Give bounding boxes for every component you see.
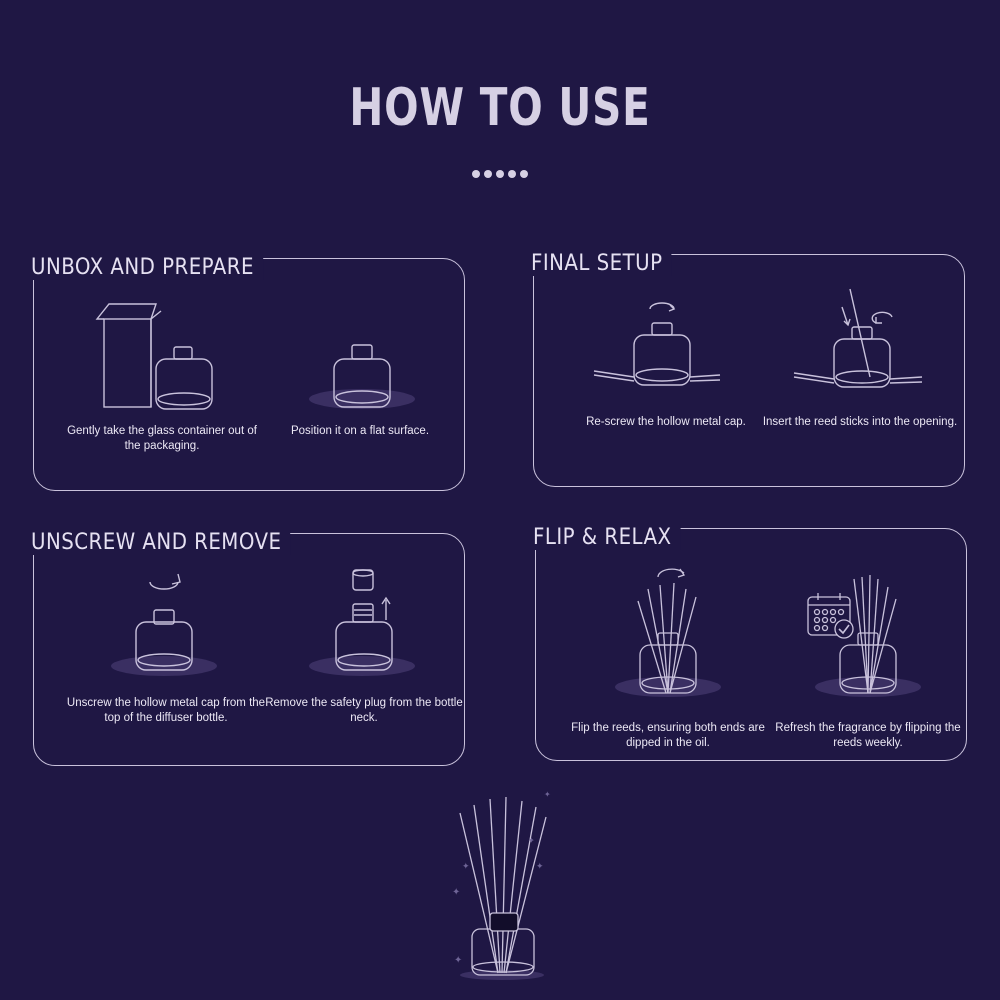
caption-unbox-step1: Gently take the glass container out of t…	[67, 425, 257, 452]
bottle-on-surface-icon	[309, 344, 415, 409]
section-title: FLIP & RELAX	[533, 525, 681, 550]
card-unbox-and-prepare: UNBOX AND PREPARE Gently take the glass …	[31, 255, 465, 491]
bottle-screw-cap-icon	[593, 302, 721, 386]
section-title: UNBOX AND PREPARE	[31, 255, 263, 280]
caption-unscrew-step1: Unscrew the hollow metal cap from the to…	[66, 697, 266, 724]
section-title: UNSCREW AND REMOVE	[31, 530, 291, 555]
caption-unscrew-step2: Remove the safety plug from the bottle n…	[265, 697, 463, 724]
remove-plug-icon	[309, 569, 415, 676]
svg-text:✦: ✦	[462, 862, 470, 872]
insert-reeds-icon	[793, 288, 923, 388]
svg-text:✦: ✦	[528, 836, 535, 845]
title-divider-dots	[0, 165, 1000, 183]
card-final-setup: FINAL SETUP Re-screw the hollow metal ca…	[531, 251, 965, 487]
caption-final-step2: Insert the reed sticks into the opening.	[762, 416, 958, 428]
refresh-reeds-bottle-icon	[815, 574, 921, 697]
card-unscrew-and-remove: UNSCREW AND REMOVE Unscrew the hollow me…	[31, 530, 465, 766]
svg-text:✦: ✦	[536, 862, 544, 872]
card-flip-and-relax: FLIP & RELAX Flip the reeds, ensuring bo…	[533, 525, 967, 761]
box-and-bottle-icon	[95, 303, 213, 410]
svg-text:✦: ✦	[544, 790, 551, 799]
calendar-check-icon	[807, 593, 854, 639]
svg-text:✦: ✦	[454, 955, 462, 966]
svg-text:✦: ✦	[452, 887, 460, 898]
flip-reeds-icon	[615, 568, 721, 697]
unscrew-cap-icon	[111, 573, 217, 676]
page-title: HOW TO USE	[349, 78, 651, 138]
caption-flip-step1: Flip the reeds, ensuring both ends are d…	[571, 722, 765, 749]
reed-diffuser-icon: ✦ ✦ ✦ ✦ ✦ ✦	[452, 790, 551, 980]
caption-flip-step2: Refresh the fragrance by flipping the re…	[775, 722, 961, 749]
caption-unbox-step2: Position it on a flat surface.	[290, 425, 430, 437]
caption-final-step1: Re-screw the hollow metal cap.	[586, 416, 746, 428]
section-title: FINAL SETUP	[531, 251, 672, 276]
